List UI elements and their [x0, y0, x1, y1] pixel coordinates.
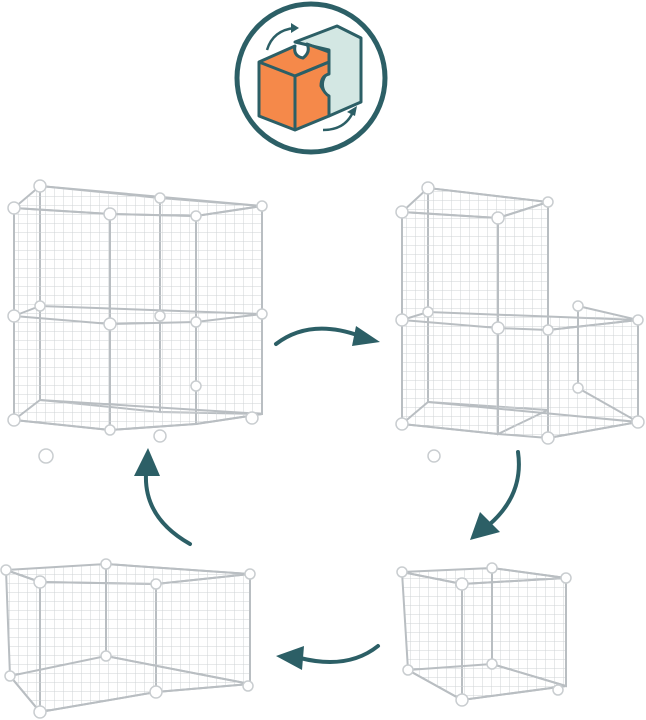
two-cube-configuration: [0, 556, 262, 720]
three-cube-configuration: [388, 181, 646, 464]
single-cube-configuration: [392, 560, 572, 720]
arrow-left-icon: [270, 636, 386, 676]
puzzle-cube-icon: [233, 0, 389, 156]
arrow-up-icon: [128, 444, 198, 550]
four-cube-configuration: [0, 178, 276, 464]
arrow-right-icon: [270, 316, 386, 356]
arrow-down-icon: [462, 446, 534, 546]
